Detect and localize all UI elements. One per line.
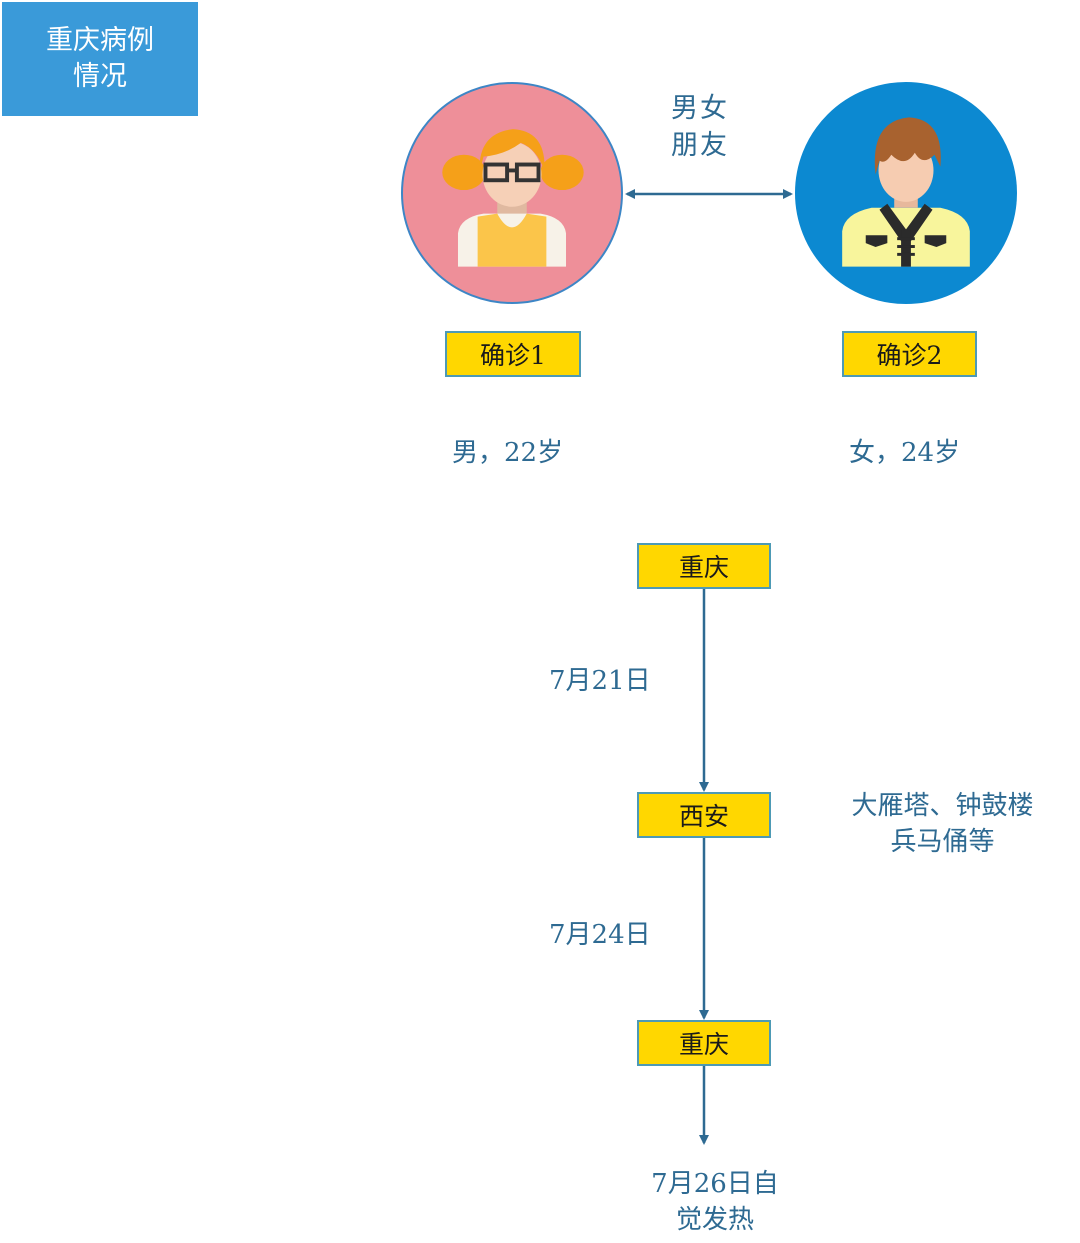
timeline-node-xian: 西安 bbox=[637, 792, 771, 838]
case-2-info: 女，24岁 bbox=[849, 438, 961, 468]
timeline-node-chongqing-start: 重庆 bbox=[637, 543, 771, 589]
case-1-avatar bbox=[401, 82, 623, 304]
title-box: 重庆病例 情况 bbox=[2, 2, 198, 116]
fever-onset-note: 7月26日自 觉发热 bbox=[640, 1166, 790, 1238]
title-line-1: 重庆病例 bbox=[46, 25, 154, 56]
relationship-line-1: 男女 bbox=[671, 93, 729, 124]
case-2-avatar bbox=[795, 82, 1017, 304]
title-line-2: 情况 bbox=[73, 61, 127, 92]
timeline-node-chongqing-return: 重庆 bbox=[637, 1020, 771, 1066]
person-avatar-glasses-icon bbox=[442, 129, 584, 267]
relationship-line-2: 朋友 bbox=[671, 130, 729, 161]
case-1-tag: 确诊1 bbox=[445, 331, 581, 377]
timeline-date-1: 7月21日 bbox=[549, 666, 651, 696]
relationship-label: 男女 朋友 bbox=[655, 90, 745, 164]
case-2-tag: 确诊2 bbox=[842, 331, 977, 377]
timeline-date-2: 7月24日 bbox=[549, 920, 651, 950]
xian-note-line-2: 兵马俑等 bbox=[890, 827, 995, 857]
fever-note-line-1: 7月26日自 bbox=[651, 1169, 779, 1199]
case-1-info: 男，22岁 bbox=[452, 438, 564, 468]
person-avatar-jacket-icon bbox=[842, 117, 970, 267]
fever-note-line-2: 觉发热 bbox=[675, 1205, 754, 1235]
xian-attractions-note: 大雁塔、钟鼓楼 兵马俑等 bbox=[830, 788, 1055, 860]
xian-note-line-1: 大雁塔、钟鼓楼 bbox=[851, 791, 1034, 821]
